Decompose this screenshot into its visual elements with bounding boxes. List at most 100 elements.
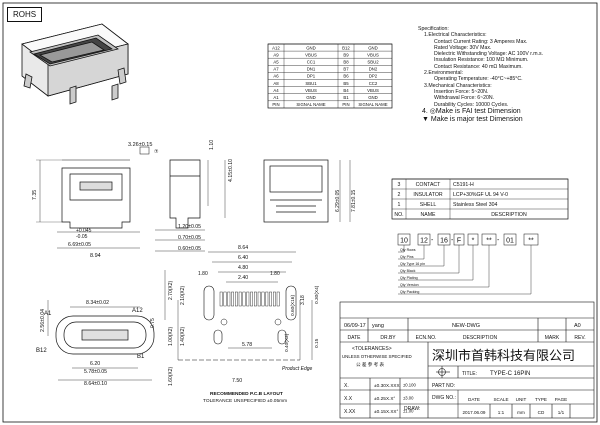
bom-cell: 2: [398, 192, 401, 198]
footer-value: 2017.06.09: [463, 410, 486, 415]
dim-text: 6.20: [90, 361, 100, 367]
pin-table-cell: B7: [343, 67, 349, 72]
pcb-tolerance-note: TOLERANCE UNSPECIFIED ±0.05mm: [203, 398, 287, 404]
pin-table-cell: A4: [273, 88, 279, 93]
pin-table-cell: DP2: [369, 74, 378, 79]
dim-text: 5.78: [242, 342, 252, 348]
spec-line: Contact Current Rating: 3 Amperes Max.: [434, 38, 528, 45]
tolerance-key: X.XX: [344, 409, 356, 415]
specification-block: Specification: 1.Electrical Characterist…: [418, 26, 598, 124]
tolerance-value: ±0.25: [374, 396, 386, 402]
part-code-dash: -: [431, 237, 434, 244]
pin-table-cell: GND: [306, 45, 316, 50]
spec-note-major: ▼ Make is major test Dimension: [422, 115, 523, 123]
bom-cell: Stainless Steel 304: [453, 202, 498, 208]
pin-table-cell: VBUS: [367, 88, 379, 93]
top-view: [263, 159, 351, 223]
dim-text: 2.40: [238, 275, 248, 281]
side-view: [169, 159, 226, 229]
footer-value: 1/1: [558, 410, 565, 415]
pin-table-cell: A6: [273, 74, 279, 79]
footer-value: 1:1: [498, 410, 505, 415]
dim-text: 0.30(X4): [314, 285, 320, 304]
pin-table-cell: VBUS: [367, 52, 379, 57]
pin-table-cell: CC2: [369, 81, 378, 86]
pin-table-cell: GND: [368, 95, 378, 100]
pcb-pad: [253, 291, 257, 307]
rev-by: yang: [372, 323, 384, 329]
pcb-layout-note: RECOMMENDED P.C.B LAYOUT: [210, 391, 283, 397]
company-name: 深圳市首韩科技有限公司: [432, 348, 575, 363]
bom-cell: SHELL: [420, 202, 437, 208]
pcb-pad: [269, 291, 272, 307]
dim-text: 1.60(X2): [168, 366, 174, 386]
dim-text: 6.69±0.05: [68, 242, 91, 248]
legend-leader: [398, 245, 425, 260]
legend-leader: [398, 245, 445, 267]
dim-text: 5.78±0.05: [84, 369, 107, 375]
pcb-layout: [164, 251, 313, 361]
pcb-pad: [273, 291, 276, 307]
pin-table-cell: B4: [343, 88, 349, 93]
part-code-dash: -: [451, 237, 454, 244]
part-code-digit: *: [472, 238, 475, 245]
dim-text: 8.94: [90, 253, 101, 259]
legend-leader: [398, 245, 460, 274]
footer-header: DATE: [468, 397, 480, 402]
dim-text: 0.75: [150, 318, 156, 328]
dim-text: 0.70±0.05: [178, 235, 201, 241]
part-code-dash: -: [497, 237, 500, 244]
bom-cell: LCP+30%GF UL 94 V-0: [453, 192, 508, 198]
pin-label: B12: [36, 348, 47, 354]
pin-label: A1: [44, 311, 52, 317]
rev-header: DESCRIPTION: [463, 335, 498, 341]
pin-table-cell: GND: [368, 45, 378, 50]
title-value: TYPE-C 16PIN: [490, 371, 530, 377]
dim-text: 1.00(X2): [168, 326, 174, 346]
pcb-pad: [223, 291, 227, 307]
spec-line: Contact Resistance: 40 mΩ Maximum.: [434, 63, 523, 70]
pin-table-cell: B8: [343, 60, 349, 65]
dwg-no-label: DWG NO.:: [432, 395, 456, 401]
pin-table-cell: A9: [273, 52, 279, 57]
dim-text: 8.34±0.02: [86, 300, 109, 306]
pcb-pad: [242, 291, 246, 307]
tolerance-key: X.X°: [386, 396, 395, 401]
pcb-pad: [246, 291, 250, 307]
pcb-pad: [231, 291, 234, 307]
footer-header: TYPE: [535, 397, 547, 402]
dim-text: 4.15±0.10: [228, 159, 234, 182]
bom-cell: NAME: [421, 212, 437, 218]
dim-text: 3.26±0.15: [128, 142, 152, 148]
bom-cell: 3: [398, 182, 401, 188]
footer-header: SCALE: [493, 397, 508, 402]
spec-line: Rated Voltage: 30V Max.: [434, 44, 492, 51]
bom-cell: NO.: [394, 212, 403, 218]
dim-text: 1.40(X2): [180, 326, 186, 346]
title-block: [339, 301, 595, 419]
spec-title: Specification:: [418, 26, 449, 32]
part-code-digit: 12: [420, 238, 428, 245]
pcb-hole: [274, 318, 282, 326]
pin-table-cell: VBUS: [305, 88, 317, 93]
part-code-legend-label: Qty Black: [400, 269, 416, 273]
dim-text: 1.10: [209, 140, 215, 150]
draw-label: DRAW:: [404, 406, 420, 412]
footer-value: mm: [517, 410, 525, 415]
dim-text: 6.29±0.05: [335, 190, 341, 212]
bom-cell: C5191-H: [453, 182, 474, 188]
part-code-digit: 16: [440, 238, 448, 245]
pcb-pad: [257, 291, 261, 307]
pin-table-cell: SBU2: [367, 60, 379, 65]
legend-leader: [398, 245, 405, 253]
pin-table-cell: A5: [273, 60, 279, 65]
footer-header: PAGE: [555, 397, 567, 402]
dim-text: 7.50: [232, 378, 242, 384]
pin-table-cell: A8: [273, 81, 279, 86]
spec-line: Insulation Resistance: 100 MΩ Minimum.: [434, 57, 529, 64]
pcb-pad: [234, 291, 238, 307]
